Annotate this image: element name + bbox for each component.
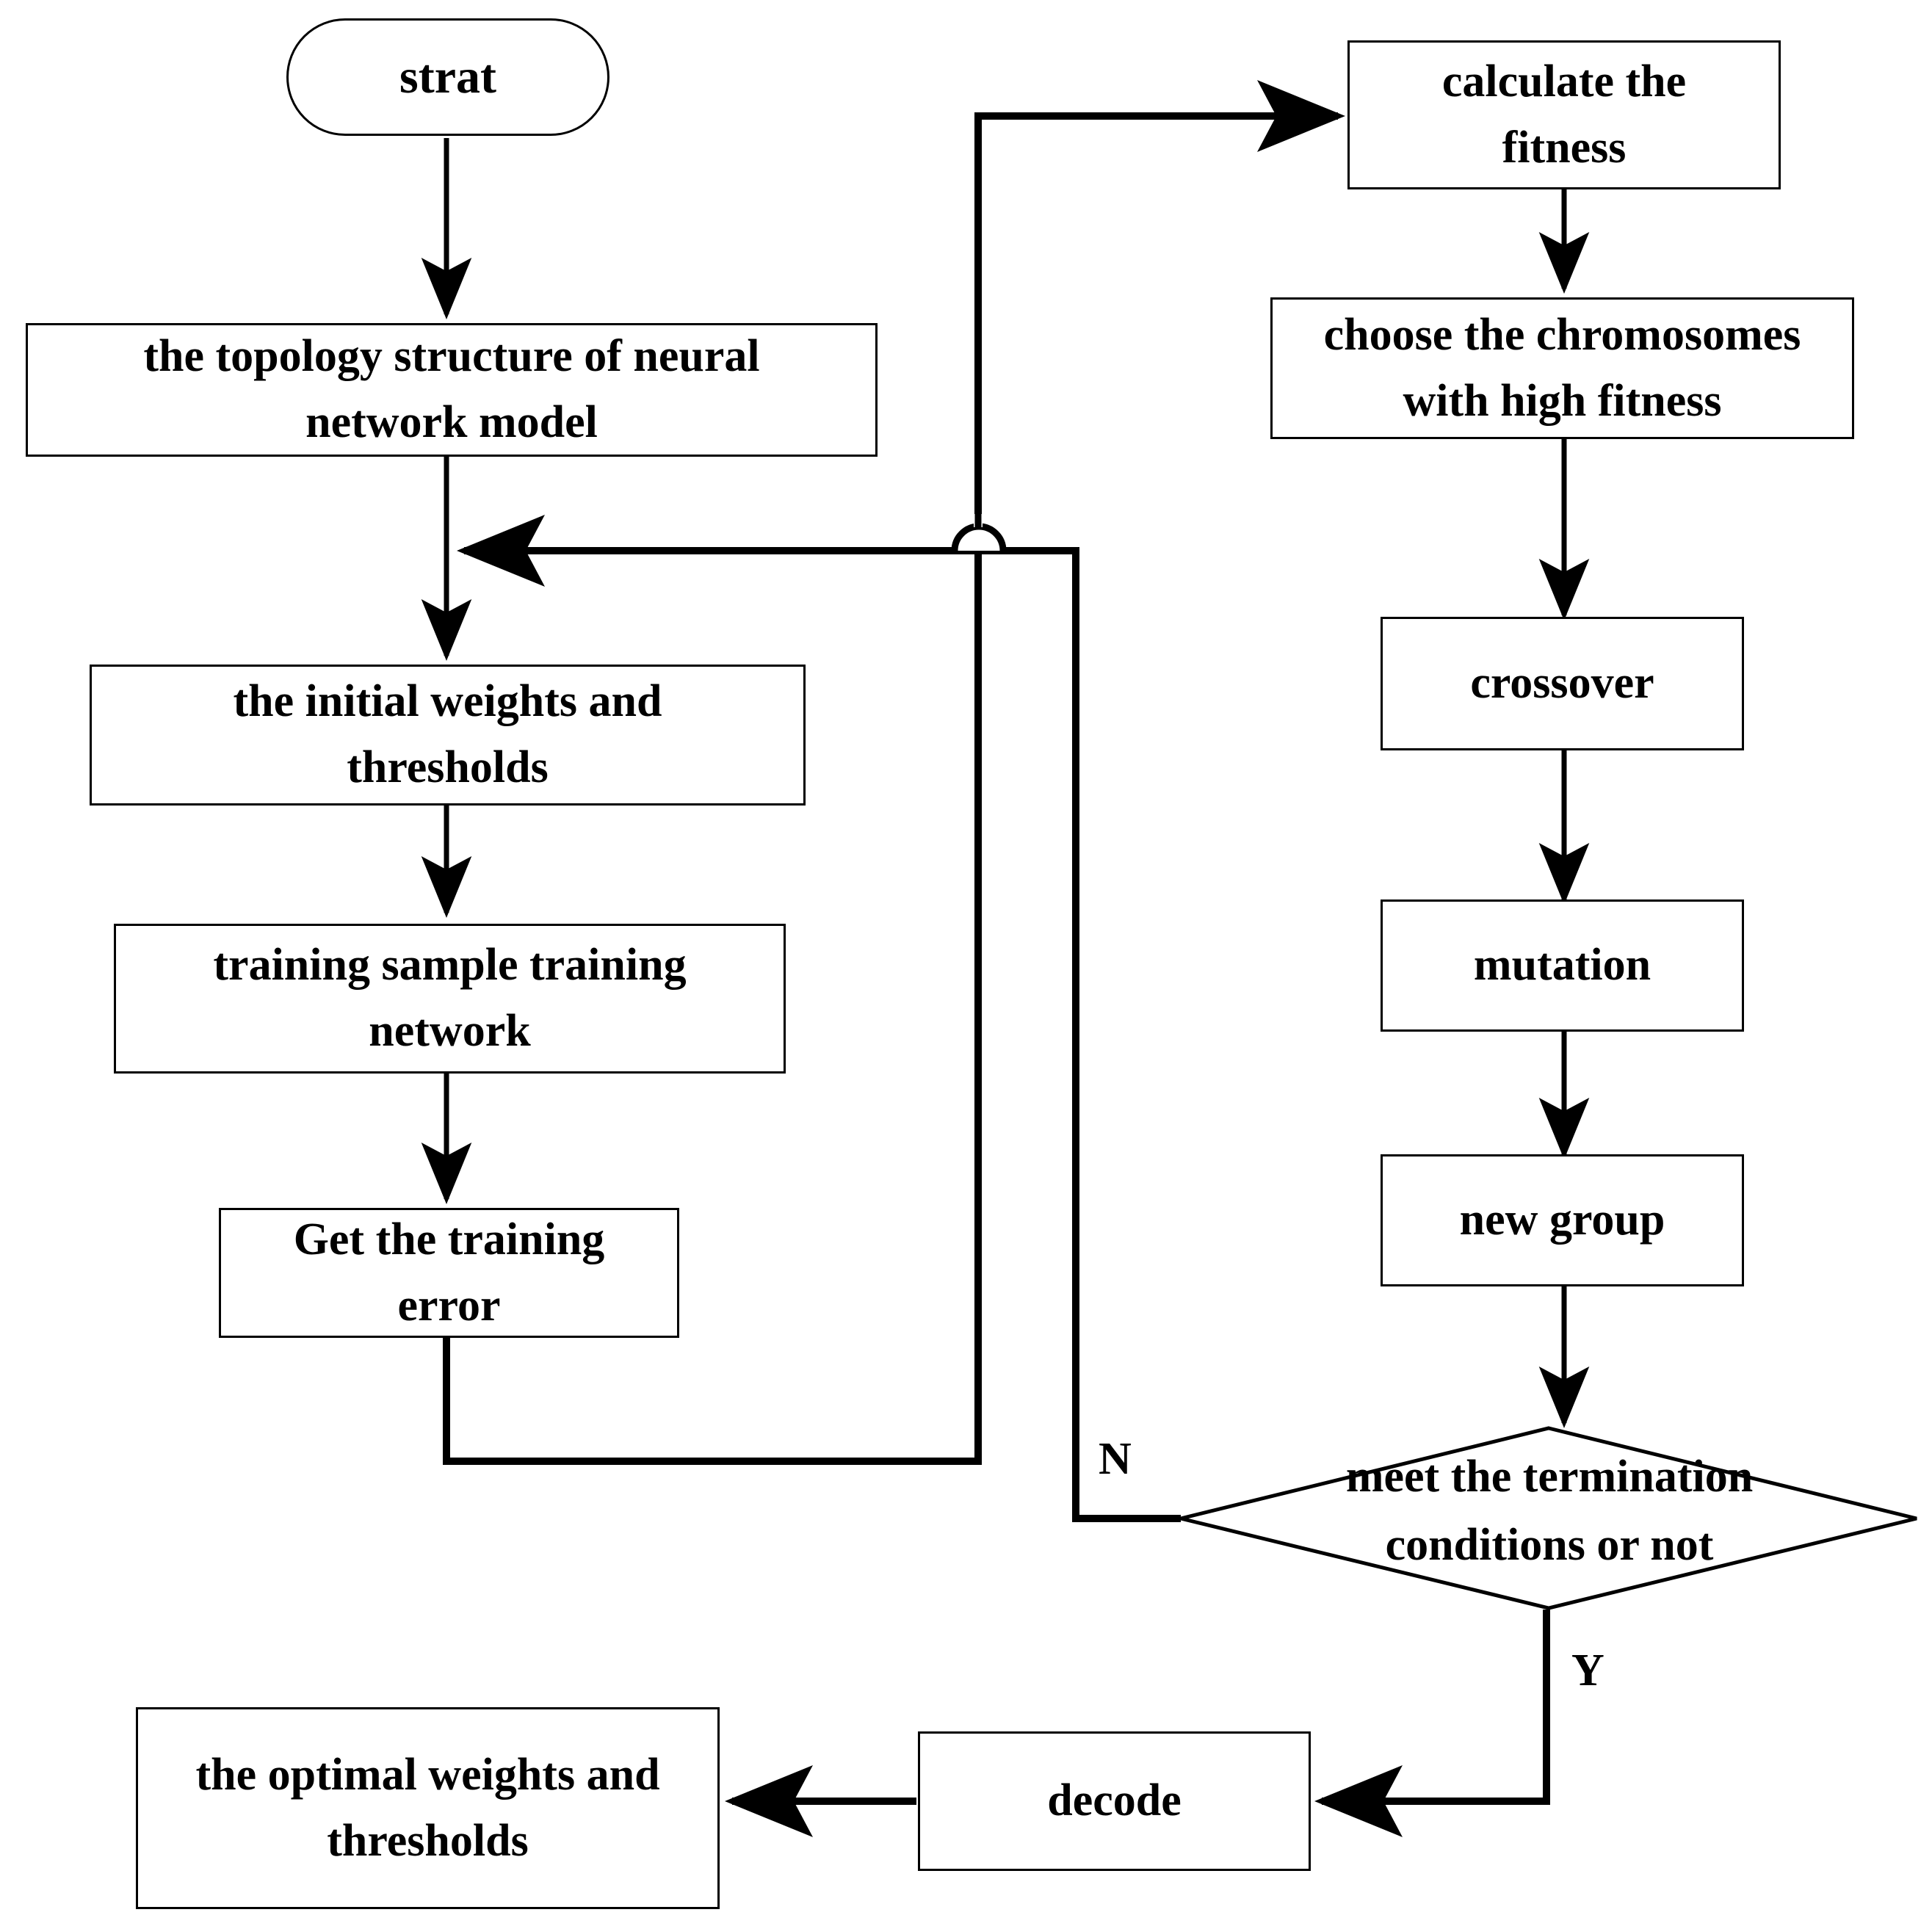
node-optimal-weights[interactable]: the optimal weights and thresholds [136, 1707, 720, 1909]
node-decode-label: decode [1047, 1775, 1182, 1826]
node-new-group[interactable]: new group [1381, 1154, 1744, 1286]
edge-termination-yes-to-decode [1314, 1610, 1550, 1837]
edge-label-no: N [1099, 1434, 1132, 1484]
line-hop-arc [951, 523, 1007, 551]
node-topology-structure-label: the topology structure of neural network… [143, 331, 760, 447]
node-crossover[interactable]: crossover [1381, 617, 1744, 750]
termination-diamond [1180, 1426, 1917, 1610]
node-training-error-label: Get the training error [293, 1214, 605, 1331]
node-mutation[interactable]: mutation [1381, 899, 1744, 1032]
node-crossover-label: crossover [1470, 658, 1654, 709]
edge-label-yes: Y [1571, 1646, 1604, 1695]
node-termination-decision[interactable] [1181, 1428, 1917, 1608]
node-training-sample-label: training sample training network [213, 940, 687, 1056]
node-optimal-weights-label: the optimal weights and thresholds [195, 1749, 660, 1866]
node-new-group-label: new group [1459, 1195, 1665, 1245]
node-start[interactable]: strat [286, 18, 609, 136]
node-calculate-fitness[interactable]: calculate the fitness [1347, 40, 1781, 189]
node-initial-weights[interactable]: the initial weights and thresholds [90, 665, 806, 806]
node-choose-chromosomes-label: choose the chromosomes with high fitness [1323, 309, 1801, 426]
node-training-error[interactable]: Get the training error [219, 1208, 679, 1338]
node-topology-structure[interactable]: the topology structure of neural network… [26, 323, 878, 457]
node-start-label: strat [399, 50, 496, 104]
edge-termination-no-to-initial-weights [457, 515, 1181, 1522]
node-initial-weights-label: the initial weights and thresholds [233, 676, 662, 792]
node-training-sample[interactable]: training sample training network [114, 924, 786, 1074]
edge-training-error-to-calculate-fitness [443, 80, 1345, 1465]
node-calculate-fitness-label: calculate the fitness [1441, 56, 1687, 173]
node-choose-chromosomes[interactable]: choose the chromosomes with high fitness [1270, 297, 1854, 439]
node-mutation-label: mutation [1473, 940, 1651, 991]
node-decode[interactable]: decode [918, 1731, 1311, 1871]
